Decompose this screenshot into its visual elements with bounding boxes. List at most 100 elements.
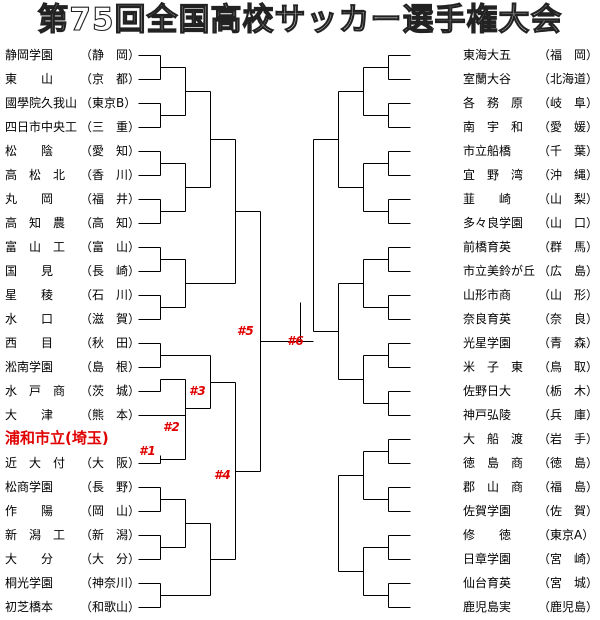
- team-row-left-21: 新 潟 工 （新 潟）: [0, 525, 600, 545]
- match-mark-2: #2: [163, 420, 180, 434]
- team-name: 日章学園: [463, 552, 512, 566]
- team-name: 高 松 北: [5, 168, 66, 182]
- team-name: 富 山 工: [5, 240, 66, 254]
- team-prefecture: （福 井）: [80, 192, 141, 206]
- match-mark-3: #3: [189, 384, 206, 398]
- match-mark-5: #5: [237, 324, 254, 338]
- team-prefecture: （宮 城）: [538, 576, 599, 590]
- team-name: 桐光学園: [5, 576, 54, 590]
- team-row-right-11: 山形市商 （山 形）: [0, 285, 600, 305]
- tournament-title: 第75回全国高校サッカー選手権大会: [37, 1, 563, 38]
- team-row-left-17: 浦和市立(埼玉): [0, 429, 600, 449]
- team-name: 西 目: [5, 336, 54, 350]
- team-name: 水 口: [5, 312, 54, 326]
- team-name: 静岡学園: [5, 48, 54, 62]
- team-name: 丸 岡: [5, 192, 54, 206]
- team-row-left-14: 淞南学園（島 根）: [0, 357, 600, 377]
- team-prefecture: （神奈川）: [80, 576, 141, 590]
- team-prefecture: （富 山）: [80, 240, 141, 254]
- team-row-left-5: 松 陰（愛 知）: [0, 141, 600, 161]
- team-prefecture: （青 森）: [538, 336, 599, 350]
- team-name: 東海大五: [463, 48, 512, 62]
- team-row-right-7: 韮 崎（山 梨）: [0, 189, 600, 209]
- team-name: 浦和市立(埼玉): [5, 429, 109, 447]
- team-prefecture: （大 分）: [80, 552, 141, 566]
- team-prefecture: （東京A）: [538, 528, 595, 542]
- team-name: 近 大 付: [5, 456, 66, 470]
- team-name: 淞南学園: [5, 360, 54, 374]
- team-row-left-15: 水 戸 商（茨 城）: [0, 381, 600, 401]
- team-row-right-2: 室蘭大谷 （北海道）: [0, 69, 600, 89]
- team-row-left-20: 作 陽（岡 山）: [0, 501, 600, 521]
- team-prefecture: （岡 山）: [80, 504, 141, 518]
- team-name: 大 船 渡: [463, 432, 524, 446]
- team-row-left-22: 大 分 （大 分）: [0, 549, 600, 569]
- team-name: 仙台育英: [463, 576, 512, 590]
- team-name: 修 徳: [463, 528, 512, 542]
- team-name: 奈良育英: [463, 312, 512, 326]
- team-prefecture: （三 重）: [80, 120, 141, 134]
- team-prefecture: （新 潟）: [80, 528, 141, 542]
- team-name: 新 潟 工: [5, 528, 66, 542]
- team-prefecture: （福 岡）: [538, 48, 599, 62]
- team-name: 山形市商: [463, 288, 512, 302]
- team-row-left-2: 東 山 （京 都）: [0, 69, 600, 89]
- team-prefecture: （東京B）: [80, 96, 137, 110]
- team-row-right-4: 南 宇 和（愛 媛）: [0, 117, 600, 137]
- team-row-left-7: 丸 岡 （福 井）: [0, 189, 600, 209]
- team-row-left-11: 星 稜 （石 川）: [0, 285, 600, 305]
- team-prefecture: （鳥 取）: [538, 360, 599, 374]
- team-prefecture: （岐 阜）: [538, 96, 599, 110]
- team-row-left-23: 桐光学園 （神奈川）: [0, 573, 600, 593]
- team-prefecture: （兵 庫）: [538, 408, 599, 422]
- team-name: 星 稜: [5, 288, 54, 302]
- team-prefecture: （石 川）: [80, 288, 141, 302]
- team-name: 室蘭大谷: [463, 72, 512, 86]
- team-name: 大 分: [5, 552, 54, 566]
- team-prefecture: （広 島）: [538, 264, 599, 278]
- team-row-right-6: 宜 野 湾（沖 縄）: [0, 165, 600, 185]
- team-prefecture: （福 島）: [538, 480, 599, 494]
- team-prefecture: （沖 縄）: [538, 168, 599, 182]
- team-prefecture: （山 口）: [538, 216, 599, 230]
- team-row-right-14: 米 子 東（鳥 取）: [0, 357, 600, 377]
- team-prefecture: （大 阪）: [80, 456, 141, 470]
- team-name: 南 宇 和: [463, 120, 524, 134]
- team-row-left-9: 富 山 工 （富 山）: [0, 237, 600, 257]
- team-row-right-22: 日章学園（宮 崎）: [0, 549, 600, 569]
- team-row-left-24: 初芝橋本（和歌山）: [0, 597, 600, 617]
- team-row-right-19: 郡 山 商 （福 島）: [0, 477, 600, 497]
- team-name: 高 知 農: [5, 216, 66, 230]
- team-row-left-16: 大 津 （熊 本）: [0, 405, 600, 425]
- team-name: 郡 山 商: [463, 480, 524, 494]
- team-prefecture: （山 梨）: [538, 192, 599, 206]
- team-prefecture: （愛 知）: [80, 144, 141, 158]
- team-prefecture: （徳 島）: [538, 456, 599, 470]
- team-row-left-4: 四日市中央工（三 重）: [0, 117, 600, 137]
- team-prefecture: （群 馬）: [538, 240, 599, 254]
- team-row-right-16: 神戸弘陵（兵 庫）: [0, 405, 600, 425]
- team-row-right-13: 光星学園（青 森）: [0, 333, 600, 353]
- team-row-left-12: 水 口 （滋 賀）: [0, 309, 600, 329]
- team-prefecture: （滋 賀）: [80, 312, 141, 326]
- team-prefecture: （長 野）: [80, 480, 141, 494]
- team-row-right-15: 佐野日大（栃 木）: [0, 381, 600, 401]
- team-prefecture: （山 形）: [538, 288, 599, 302]
- team-prefecture: （千 葉）: [538, 144, 599, 158]
- team-row-right-12: 奈良育英（奈 良）: [0, 309, 600, 329]
- team-prefecture: （鹿児島）: [538, 600, 599, 614]
- team-row-right-5: 市立船橋 （千 葉）: [0, 141, 600, 161]
- team-name: 大 津: [5, 408, 54, 422]
- team-prefecture: （静 岡）: [80, 48, 141, 62]
- team-prefecture: （北海道）: [538, 72, 599, 86]
- team-name: 市立美鈴が丘: [463, 264, 536, 278]
- team-name: 市立船橋: [463, 144, 512, 158]
- team-name: 四日市中央工: [5, 120, 78, 134]
- team-row-left-18: 近 大 付 （大 阪）: [0, 453, 600, 473]
- team-row-right-10: 市立美鈴が丘（広 島）: [0, 261, 600, 281]
- team-prefecture: （熊 本）: [80, 408, 141, 422]
- team-prefecture: （京 都）: [80, 72, 141, 86]
- team-name: 東 山: [5, 72, 54, 86]
- team-row-right-21: 修 徳 （東京A）: [0, 525, 600, 545]
